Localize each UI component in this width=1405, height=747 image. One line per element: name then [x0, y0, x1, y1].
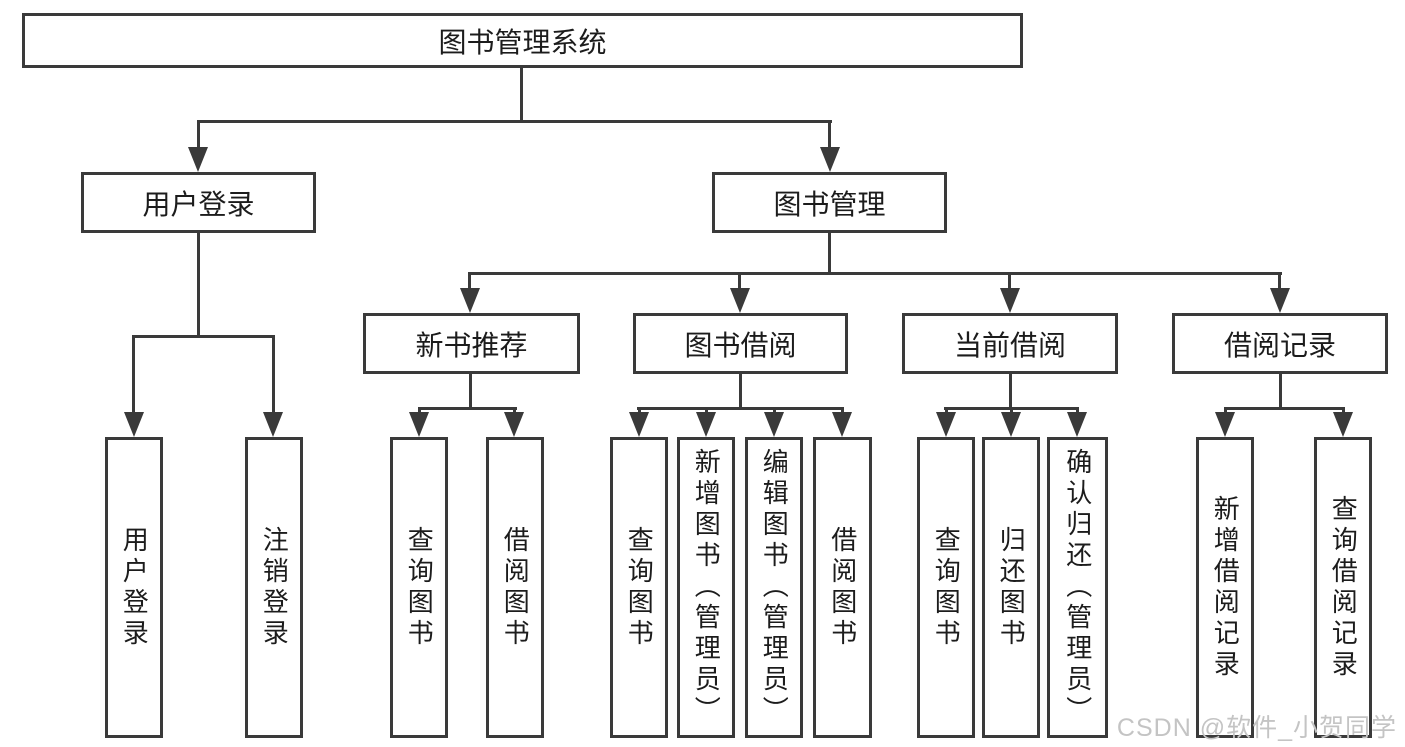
connector-g4-leaf1-stem: [1224, 407, 1227, 415]
node-current-borrow: 当前借阅: [902, 313, 1118, 374]
node-borrow-records: 借阅记录: [1172, 313, 1388, 374]
arrowhead-current-borrow: [1000, 288, 1020, 313]
connector-g2-leaf2-stem: [705, 407, 708, 415]
connector-book-mgmt-branch: [469, 272, 1282, 275]
connector-g2-leaf3-stem: [773, 407, 776, 415]
connector-root-stem: [520, 68, 523, 123]
connector-g2-branch: [637, 407, 844, 410]
connector-g1-leaf1-stem: [418, 407, 421, 415]
connector-current-borrow-stem: [1008, 272, 1011, 290]
node-leaf-edit-books-admin: 编辑图书（管理员）: [745, 437, 803, 738]
connector-user-login-branch: [133, 335, 275, 338]
node-leaf-borrow-books-1: 借阅图书: [486, 437, 544, 738]
arrowhead-leaf-user-login: [124, 412, 144, 437]
connector-g3-leaf1-stem: [945, 407, 948, 415]
node-leaf-logout: 注销登录: [245, 437, 303, 738]
node-leaf-query-books-2: 查询图书: [610, 437, 668, 738]
arrowhead-borrow-record: [1270, 288, 1290, 313]
connector-book-borrow-stem: [738, 272, 741, 290]
arrowhead-g4-leaf1: [1215, 412, 1235, 437]
connector-book-mgmt-down: [828, 233, 831, 274]
node-leaf-borrow-books-2: 借阅图书: [813, 437, 872, 738]
node-leaf-add-books-admin: 新增图书（管理员）: [677, 437, 735, 738]
arrowhead-g4-leaf2: [1333, 412, 1353, 437]
connector-g2-leaf4-stem: [841, 407, 844, 415]
arrowhead-leaf-logout: [263, 412, 283, 437]
arrowhead-g3-leaf2: [1001, 412, 1021, 437]
arrowhead-g2-leaf2: [696, 412, 716, 437]
node-leaf-user-login: 用户登录: [105, 437, 163, 738]
arrowhead-g2-leaf3: [764, 412, 784, 437]
connector-root-branch: [197, 120, 832, 123]
connector-user-login-stem: [197, 120, 200, 149]
node-leaf-return-books: 归还图书: [982, 437, 1040, 738]
node-book-management: 图书管理: [712, 172, 947, 233]
connector-g3-down: [1009, 374, 1012, 409]
connector-book-mgmt-stem: [828, 120, 831, 149]
watermark: CSDN @软件_小贺同学: [1116, 714, 1397, 742]
arrowhead-g1-leaf2: [504, 412, 524, 437]
connector-g4-leaf2-stem: [1342, 407, 1345, 415]
node-new-book-recommend: 新书推荐: [363, 313, 580, 374]
connector-user-login-down: [197, 233, 200, 337]
arrowhead-new-book: [460, 288, 480, 313]
connector-g1-leaf2-stem: [513, 407, 516, 415]
arrowhead-g2-leaf1: [629, 412, 649, 437]
connector-leaf-logout-stem: [272, 335, 275, 414]
connector-g1-down: [469, 374, 472, 409]
connector-leaf-user-login-stem: [132, 335, 135, 414]
connector-g3-leaf2-stem: [1010, 407, 1013, 415]
node-leaf-add-borrow-record: 新增借阅记录: [1196, 437, 1254, 738]
arrowhead-book-borrow: [730, 288, 750, 313]
arrowhead-g2-leaf4: [832, 412, 852, 437]
arrowhead-g1-leaf1: [409, 412, 429, 437]
connector-g2-leaf1-stem: [638, 407, 641, 415]
connector-g1-branch: [418, 407, 517, 410]
arrowhead-book-mgmt: [820, 147, 840, 172]
connector-new-book-stem: [468, 272, 471, 290]
node-leaf-query-borrow-record: 查询借阅记录: [1314, 437, 1372, 738]
connector-g4-down: [1279, 374, 1282, 409]
node-leaf-query-books-3: 查询图书: [917, 437, 975, 738]
connector-g4-branch: [1224, 407, 1345, 410]
arrowhead-user-login: [188, 147, 208, 172]
node-user-login: 用户登录: [81, 172, 316, 233]
node-leaf-query-books-1: 查询图书: [390, 437, 448, 738]
connector-borrow-record-stem: [1278, 272, 1281, 290]
node-book-borrow: 图书借阅: [633, 313, 848, 374]
arrowhead-g3-leaf3: [1067, 412, 1087, 437]
connector-g2-down: [739, 374, 742, 409]
connector-g3-leaf3-stem: [1076, 407, 1079, 415]
node-library-system: 图书管理系统: [22, 13, 1023, 68]
arrowhead-g3-leaf1: [936, 412, 956, 437]
node-leaf-confirm-return-admin: 确认归还（管理员）: [1047, 437, 1108, 738]
